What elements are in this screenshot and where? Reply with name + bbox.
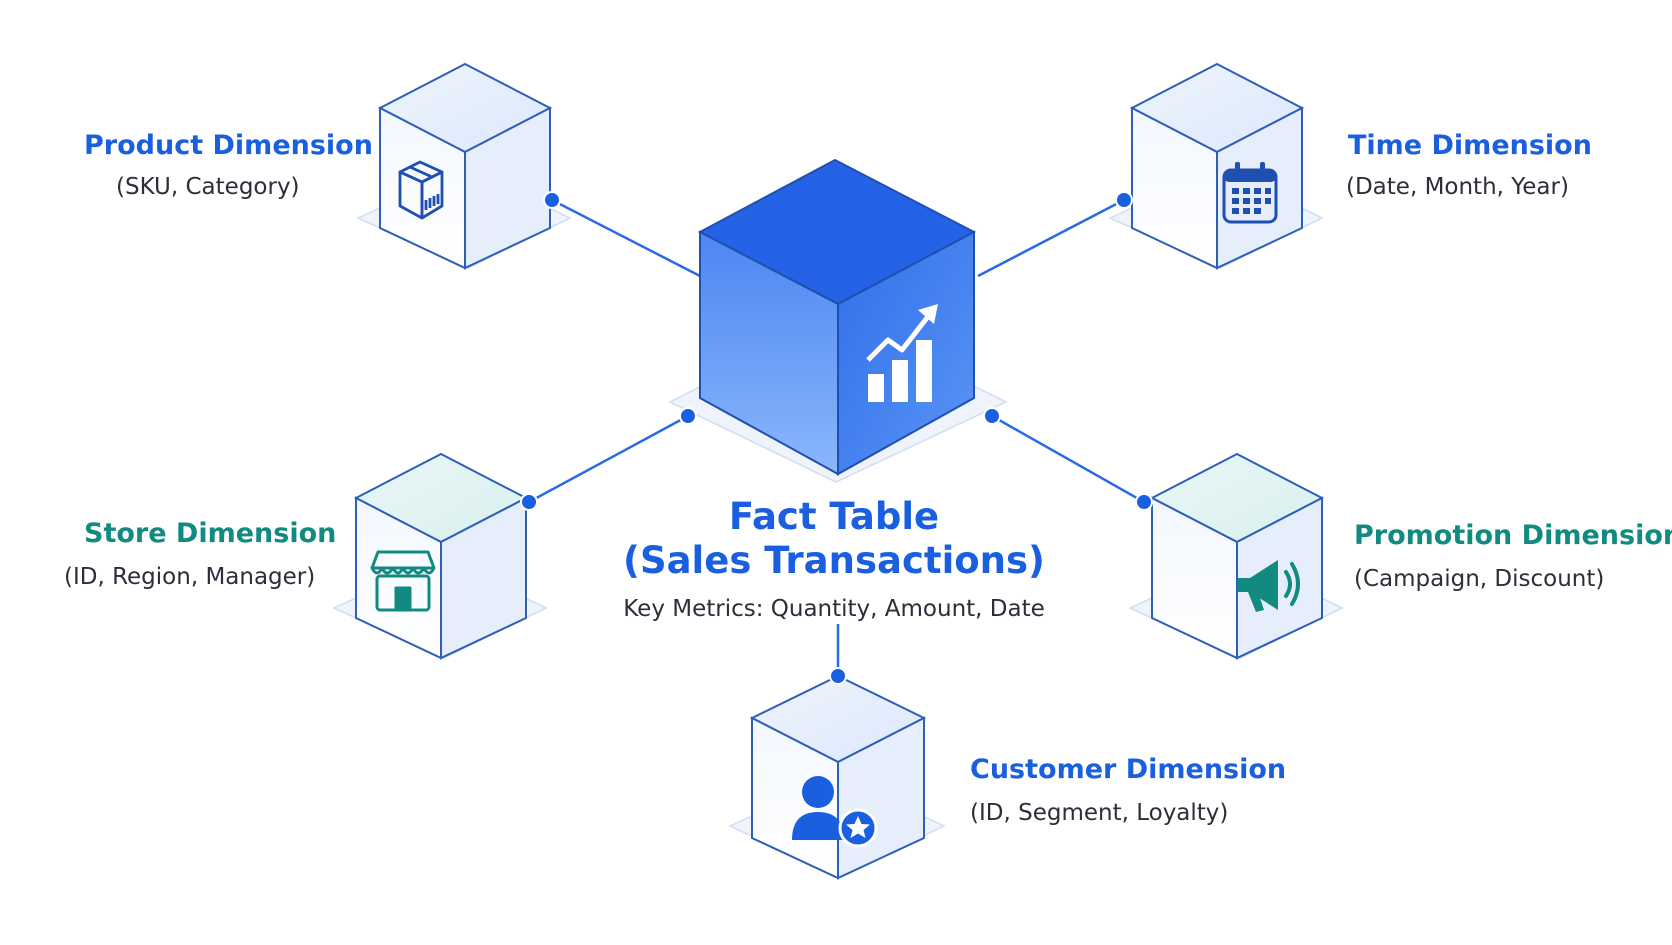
connector-time: [977, 198, 1125, 278]
time-dimension-title: Time Dimension: [1348, 130, 1592, 161]
customer-star-icon: [792, 776, 878, 848]
connector-promotion: [991, 414, 1145, 504]
dot-time: [1115, 191, 1133, 209]
time-dimension-attributes: (Date, Month, Year): [1346, 174, 1569, 200]
dot-store: [520, 493, 538, 511]
customer-dimension-title: Customer Dimension: [970, 754, 1287, 785]
time-dimension-cube: [1108, 62, 1324, 270]
dot-fact-right: [983, 407, 1001, 425]
dot-product: [543, 191, 561, 209]
store-dimension-cube: [332, 452, 548, 660]
product-dimension-title: Product Dimension: [84, 130, 373, 161]
product-dimension-attributes: (SKU, Category): [116, 174, 300, 200]
fact-table-cube: [668, 158, 1008, 483]
store-dimension-attributes: (ID, Region, Manager): [64, 564, 316, 590]
customer-dimension-cube: [728, 674, 946, 880]
calendar-icon: [1222, 162, 1278, 224]
storefront-icon: [370, 550, 436, 612]
fact-table-metrics: Key Metrics: Quantity, Amount, Date: [623, 596, 1045, 622]
connectors: [528, 198, 1145, 676]
store-dimension-title: Store Dimension: [84, 518, 337, 549]
growth-chart-icon: [866, 304, 938, 402]
connector-product: [551, 198, 701, 278]
fact-table-title: Fact Table: [728, 495, 940, 538]
promotion-dimension-attributes: (Campaign, Discount): [1354, 566, 1605, 592]
megaphone-icon: [1238, 560, 1300, 612]
dot-customer: [829, 667, 847, 685]
fact-table-subtitle: (Sales Transactions): [623, 539, 1045, 582]
connector-store: [528, 414, 689, 504]
product-dimension-cube: [356, 62, 572, 270]
dot-promotion: [1135, 493, 1153, 511]
customer-dimension-attributes: (ID, Segment, Loyalty): [970, 800, 1229, 826]
connector-dots: [520, 191, 1153, 685]
package-icon: [398, 160, 444, 220]
dot-fact-left: [679, 407, 697, 425]
promotion-dimension-title: Promotion Dimension: [1354, 520, 1672, 551]
promotion-dimension-cube: [1128, 452, 1344, 660]
